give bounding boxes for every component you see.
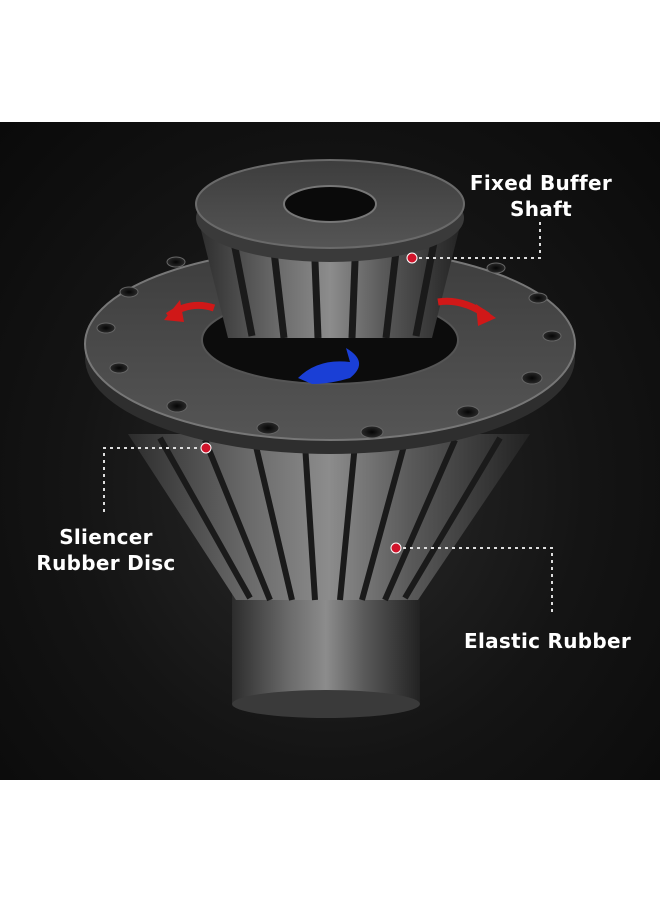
arrow-left-icon bbox=[164, 300, 184, 322]
silencer-illustration bbox=[84, 159, 576, 718]
label-line: Fixed Buffer bbox=[469, 171, 613, 195]
product-diagram: Fixed Buffer Shaft Sliencer Rubber Disc … bbox=[0, 122, 660, 780]
rotation-arrows bbox=[164, 297, 496, 384]
label-fixed-buffer-shaft: Fixed Buffer Shaft bbox=[456, 170, 626, 222]
label-line: Sliencer bbox=[59, 525, 153, 549]
label-line: Shaft bbox=[510, 197, 572, 221]
callout-dot-elastic bbox=[390, 542, 402, 554]
callout-line-slencer bbox=[103, 447, 204, 514]
callout-dot-fixed bbox=[406, 252, 418, 264]
callout-line-elastic bbox=[396, 547, 553, 616]
fixed-buffer-shaft bbox=[195, 159, 465, 339]
label-elastic-rubber: Elastic Rubber bbox=[464, 629, 632, 653]
bottom-tube bbox=[232, 582, 420, 718]
slencer-rubber-disc bbox=[84, 247, 576, 454]
elastic-rubber-cone bbox=[128, 434, 530, 602]
callouts bbox=[103, 222, 553, 616]
callout-line-fixed bbox=[412, 222, 541, 259]
callout-dot-slencer bbox=[200, 442, 212, 454]
arrow-right-icon bbox=[476, 304, 496, 326]
label-slencer-rubber-disc: Sliencer Rubber Disc bbox=[30, 524, 182, 576]
blue-arrow-icon bbox=[298, 348, 360, 384]
label-line: Rubber Disc bbox=[36, 551, 176, 575]
